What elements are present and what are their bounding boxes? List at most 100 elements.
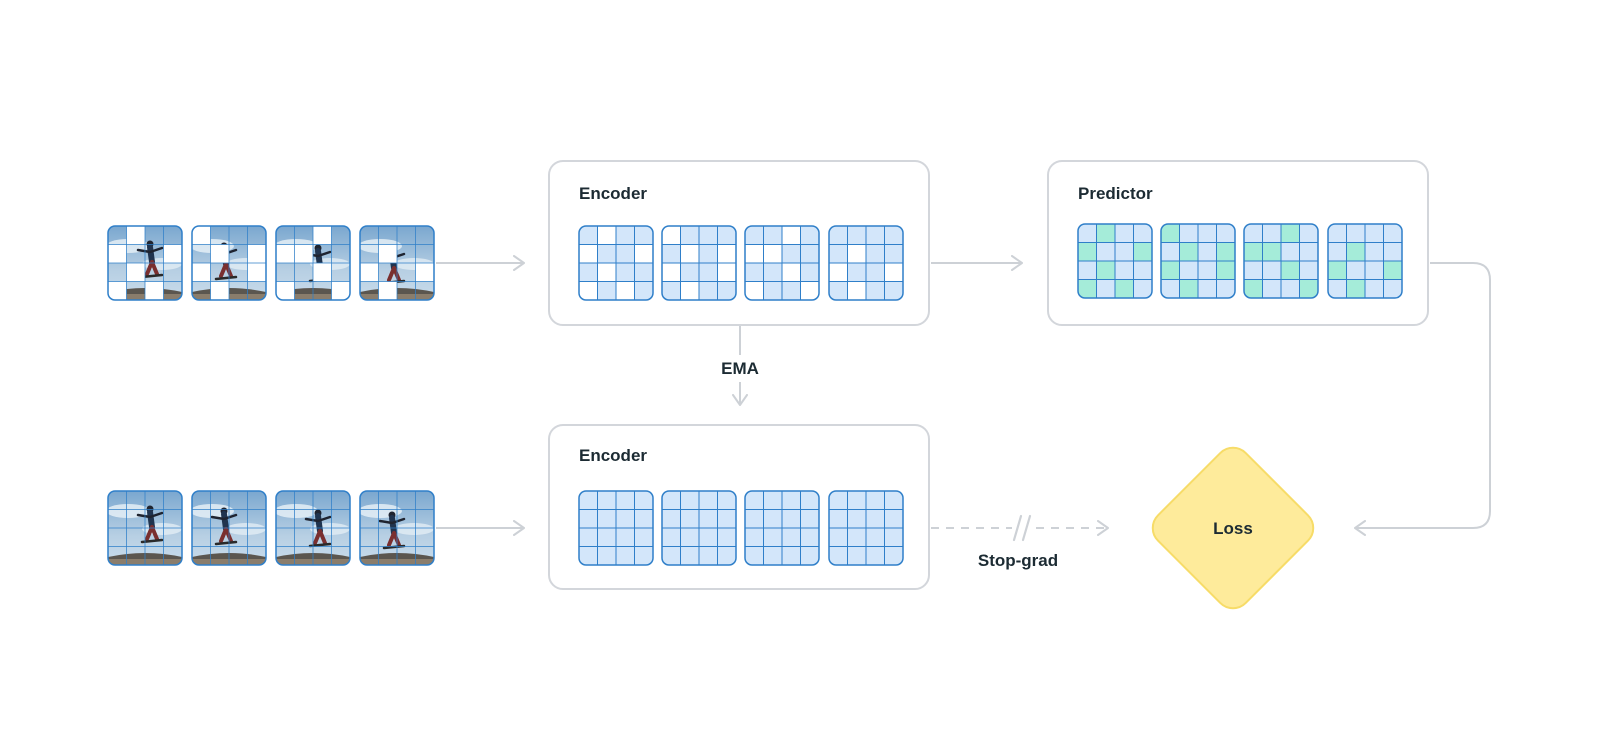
token-cell	[1179, 279, 1199, 298]
token-cell	[1078, 242, 1097, 262]
token-cell	[615, 527, 635, 547]
encoder-bottom-grid-4	[828, 490, 904, 566]
token-cell	[615, 491, 635, 510]
encoder-bottom-token-grids	[578, 490, 904, 566]
token-cell	[763, 244, 783, 264]
token-cell	[1096, 224, 1116, 243]
token-cell	[763, 262, 783, 282]
token-cell	[781, 491, 801, 510]
token-cell	[1078, 279, 1097, 298]
token-cell	[1244, 279, 1263, 298]
token-cell	[800, 281, 819, 300]
token-cell	[763, 491, 783, 510]
token-cell	[680, 226, 700, 245]
token-cell	[662, 527, 681, 547]
token-cell	[634, 546, 653, 565]
token-cell	[579, 509, 598, 529]
token-cell	[680, 491, 700, 510]
token-cell	[1133, 279, 1152, 298]
token-cell	[1280, 224, 1300, 243]
token-cell	[1262, 260, 1282, 280]
token-cell	[662, 226, 681, 245]
token-cell	[1328, 260, 1347, 280]
token-cell	[865, 546, 885, 565]
token-cell	[884, 546, 903, 565]
token-cell	[1299, 279, 1318, 298]
token-cell	[634, 491, 653, 510]
token-cell	[1299, 242, 1318, 262]
token-cell	[662, 281, 681, 300]
token-cell	[1114, 279, 1134, 298]
predictor-grid-4	[1327, 223, 1403, 299]
token-cell	[800, 509, 819, 529]
token-cell	[745, 226, 764, 245]
token-cell	[634, 244, 653, 264]
predictor-token-grids	[1077, 223, 1403, 299]
token-cell	[800, 491, 819, 510]
token-cell	[1197, 224, 1217, 243]
token-cell	[1280, 242, 1300, 262]
loss-label: Loss	[1213, 519, 1253, 538]
token-cell	[1197, 260, 1217, 280]
token-cell	[1328, 242, 1347, 262]
token-cell	[781, 226, 801, 245]
token-cell	[847, 281, 867, 300]
token-cell	[865, 244, 885, 264]
token-cell	[781, 244, 801, 264]
token-cell	[1216, 242, 1235, 262]
arrow-predictor-to-loss	[1354, 262, 1491, 536]
token-cell	[597, 281, 617, 300]
token-cell	[763, 226, 783, 245]
token-cell	[680, 281, 700, 300]
token-cell	[579, 226, 598, 245]
token-cell	[698, 527, 718, 547]
token-cell	[884, 509, 903, 529]
full-frame-3	[275, 490, 351, 566]
token-cell	[884, 244, 903, 264]
token-cell	[829, 281, 848, 300]
token-cell	[680, 262, 700, 282]
token-cell	[615, 509, 635, 529]
token-cell	[634, 226, 653, 245]
token-cell	[763, 546, 783, 565]
token-cell	[781, 546, 801, 565]
token-cell	[634, 262, 653, 282]
encoder-bottom-grid-3	[744, 490, 820, 566]
token-cell	[847, 509, 867, 529]
token-cell	[597, 226, 617, 245]
predictor-grid-3	[1243, 223, 1319, 299]
token-cell	[781, 509, 801, 529]
masked-frame-2	[191, 225, 267, 301]
token-cell	[829, 546, 848, 565]
token-cell	[698, 281, 718, 300]
token-cell	[1216, 279, 1235, 298]
masked-frame-1	[107, 225, 183, 301]
token-cell	[800, 262, 819, 282]
token-cell	[800, 546, 819, 565]
token-cell	[745, 262, 764, 282]
token-cell	[1179, 224, 1199, 243]
token-cell	[800, 226, 819, 245]
loss-node: Loss	[1151, 446, 1315, 610]
token-cell	[662, 546, 681, 565]
token-cell	[884, 226, 903, 245]
token-cell	[634, 509, 653, 529]
token-cell	[597, 546, 617, 565]
token-cell	[1096, 242, 1116, 262]
token-cell	[662, 509, 681, 529]
token-cell	[1179, 242, 1199, 262]
full-frame-1	[107, 490, 183, 566]
token-cell	[579, 527, 598, 547]
token-cell	[745, 244, 764, 264]
token-cell	[847, 546, 867, 565]
token-cell	[884, 262, 903, 282]
token-cell	[1078, 260, 1097, 280]
token-cell	[1328, 279, 1347, 298]
ema-label: EMA	[721, 359, 759, 378]
token-cell	[1383, 242, 1402, 262]
encoder-top-grid-4	[828, 225, 904, 301]
stop-grad-icon	[1012, 514, 1036, 542]
token-cell	[745, 546, 764, 565]
token-cell	[597, 244, 617, 264]
encoder-top-grid-2	[661, 225, 737, 301]
